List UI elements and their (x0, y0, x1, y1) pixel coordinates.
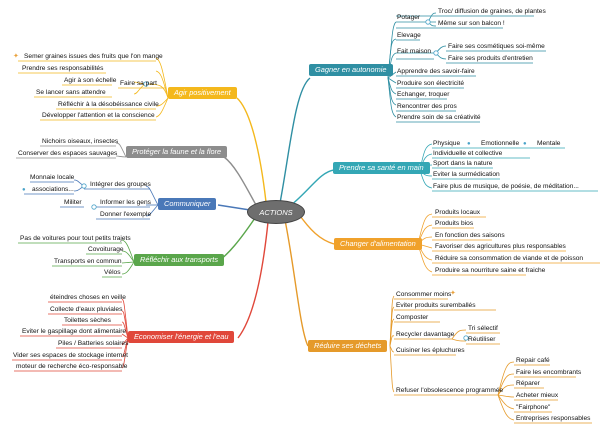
node-informer[interactable]: Informer les gens (100, 199, 151, 206)
node-electricite[interactable]: Produire son électricité (397, 80, 465, 87)
node-individuelle[interactable]: Individuelle et collective (433, 150, 503, 157)
node-velos[interactable]: Vélos (104, 269, 121, 276)
node-toilettes[interactable]: Toilettes sèches (64, 317, 111, 324)
node-locaux[interactable]: Produits locaux (435, 209, 481, 216)
node-echanger[interactable]: Echanger, troquer (397, 91, 450, 98)
node-selancer[interactable]: Se lancer sans attendre (36, 89, 106, 96)
branch-dechets[interactable]: Réduire ses déchets (308, 340, 388, 352)
node-composter[interactable]: Composter (396, 314, 429, 321)
node-repair[interactable]: Repair café (516, 357, 550, 364)
node-elevage[interactable]: Elevage (397, 32, 421, 39)
node-sport[interactable]: Sport dans la nature (433, 160, 493, 167)
node-viande[interactable]: Réduire sa consommation de viande et de … (435, 255, 584, 262)
dot-icon: ● (22, 187, 26, 193)
node-epluchures[interactable]: Cuisiner les épluchures (396, 347, 465, 354)
node-surmedication[interactable]: Eviter la surmédication (433, 171, 500, 178)
node-gaspillage[interactable]: Eviter le gaspillage dont alimentaire (22, 328, 127, 335)
node-potager[interactable]: Potager (397, 14, 421, 21)
node-monnaie[interactable]: Monnaie locale (30, 174, 75, 181)
node-moteur[interactable]: moteur de recherche éco-responsable (16, 363, 128, 370)
branch-sante[interactable]: Prendre sa santé en main (333, 162, 430, 174)
link-sante (289, 169, 335, 207)
center-node[interactable]: ACTIONS (247, 200, 305, 224)
node-semer[interactable]: Semer graines issues des fruits que l'on… (24, 53, 163, 60)
node-reparer[interactable]: Réparer (516, 380, 540, 387)
node-stockage[interactable]: Vider ses espaces de stockage internet (13, 352, 128, 359)
node-commun[interactable]: Transports en commun (54, 258, 122, 265)
node-piles[interactable]: Piles / Batteries solaires (58, 340, 129, 347)
node-entreprises[interactable]: Entreprises responsables (516, 415, 591, 422)
star-icon: ✦ (450, 290, 456, 297)
node-physique[interactable]: Physique (433, 140, 461, 147)
branch-faune[interactable]: Protéger la faune et la flore (126, 146, 228, 158)
dot-icon: ● (523, 141, 527, 147)
branch-transports[interactable]: Réfléchir aux transports (134, 254, 225, 266)
branch-alim[interactable]: Changer d'alimentation (334, 238, 422, 250)
center-label: ACTIONS (259, 207, 293, 217)
branch-communiquer[interactable]: Communiquer (158, 198, 217, 210)
star-icon: ✦ (13, 53, 19, 60)
node-saisons[interactable]: En fonction des saisons (435, 232, 505, 239)
node-pluviales[interactable]: Collecte d'eaux pluviales (50, 306, 123, 313)
node-responsabilites[interactable]: Prendre ses responsabilités (22, 65, 104, 72)
node-mentale[interactable]: Mentale (537, 140, 561, 147)
node-associations[interactable]: associations... (32, 186, 74, 193)
link-alim (297, 212, 335, 245)
node-consommer[interactable]: Consommer moins (396, 291, 452, 298)
node-fairesapart[interactable]: Faire sa part (120, 80, 158, 87)
branch-gagner[interactable]: Gagner en autonomie (309, 64, 393, 76)
node-pros[interactable]: Rencontrer des pros (397, 103, 457, 110)
node-emotionnelle[interactable]: Emotionnelle (481, 140, 520, 147)
node-desobeissance[interactable]: Réfléchir à la désobéissance civile (58, 101, 159, 108)
node-obsolescence[interactable]: Refuser l'obsolescence programmée (396, 387, 504, 394)
link-dechets (284, 219, 309, 347)
link-agir (236, 97, 267, 203)
node-troc[interactable]: Troc/ diffusion de graines, de plantes (438, 8, 546, 15)
node-saine[interactable]: Produire sa nourriture saine et fraiche (435, 267, 546, 274)
link-faune (223, 156, 257, 206)
node-entretien[interactable]: Faire ses produits d'entretien (448, 55, 533, 62)
node-musique[interactable]: Faire plus de musique, de poésie, de méd… (433, 183, 579, 190)
link-gagner (279, 77, 311, 204)
node-covoiturage[interactable]: Covoiturage (88, 246, 124, 253)
node-tri[interactable]: Tri sélectif (468, 325, 498, 332)
dot-icon: ● (467, 141, 471, 147)
node-reutiliser[interactable]: Réutiliser (468, 336, 496, 343)
node-espaces[interactable]: Conserver des espaces sauvages (18, 150, 118, 157)
node-faitmaison[interactable]: Fait maison (397, 48, 432, 55)
branch-agir[interactable]: Agir positivement (168, 87, 237, 99)
node-echelle[interactable]: Agir à son échelle (64, 77, 117, 84)
node-pasdevoitures[interactable]: Pas de voitures pour tout petits trajets (20, 235, 131, 242)
link-energie (237, 221, 269, 339)
node-recycler[interactable]: Recycler davantage (396, 331, 455, 338)
node-attention[interactable]: Développer l'attention et la conscience (42, 112, 155, 119)
node-cosmetiques[interactable]: Faire ses cosmétiques soi-même (448, 43, 545, 50)
node-eteindre[interactable]: éteindres choses en veille (50, 294, 126, 301)
node-exemple[interactable]: Donner l'exemple (100, 211, 152, 218)
branch-energie[interactable]: Economiser l'énergie et l'eau (128, 331, 235, 343)
node-acheter[interactable]: Acheter mieux (516, 392, 559, 399)
link-communiquer (217, 204, 251, 211)
node-encombrants[interactable]: Faire les encombrants (516, 369, 582, 376)
node-fairphone[interactable]: "Fairphone" (516, 404, 551, 411)
node-suremballes[interactable]: Eviter produits suremballés (396, 302, 476, 309)
node-bios[interactable]: Produits bios (435, 220, 474, 227)
node-savoirfaire[interactable]: Apprendre des savoir-faire (397, 68, 475, 75)
node-balcon[interactable]: Même sur son balcon ! (438, 20, 505, 27)
node-nichoirs[interactable]: Nichoirs oiseaux, insectes (42, 138, 119, 145)
node-integrer[interactable]: Intégrer des groupes (90, 181, 151, 188)
node-creativite[interactable]: Prendre soin de sa créativité (397, 114, 481, 121)
node-agricultures[interactable]: Favoriser des agricultures plus responsa… (435, 243, 566, 250)
node-militer[interactable]: Militer (64, 199, 82, 206)
